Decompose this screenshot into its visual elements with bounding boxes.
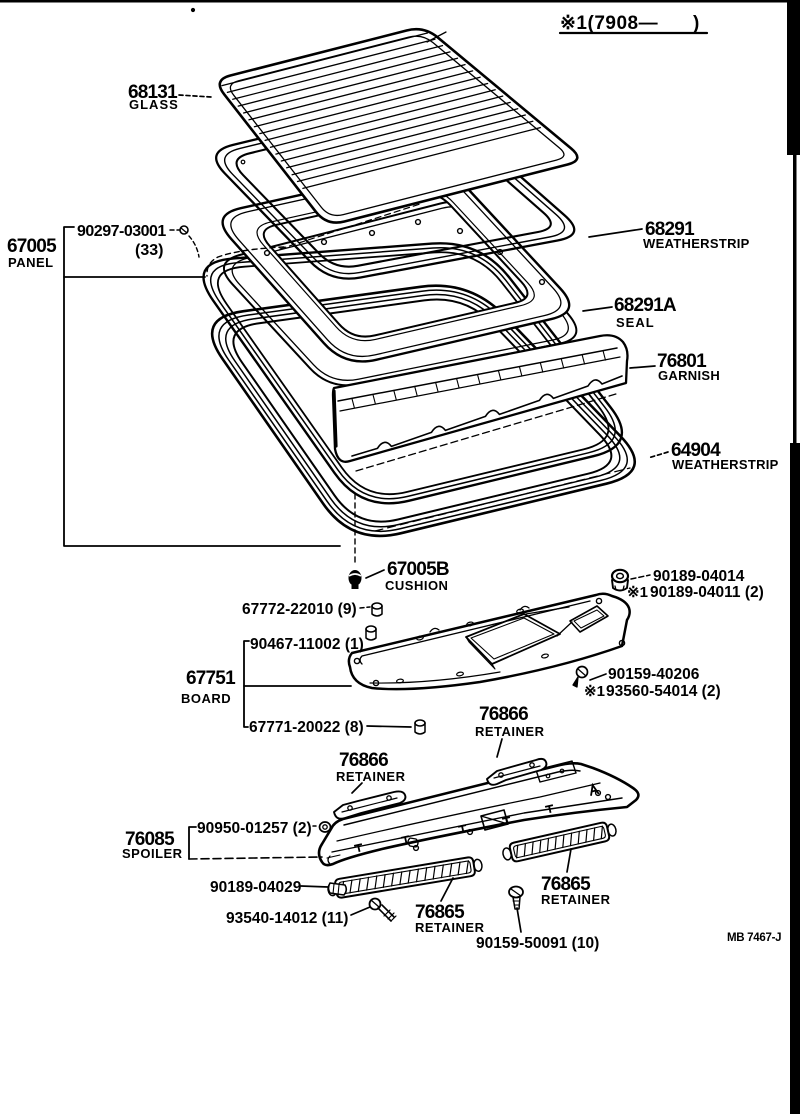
svg-text:76866: 76866 [479, 704, 528, 725]
svg-text:WEATHERSTRIP: WEATHERSTRIP [643, 236, 750, 251]
svg-text:68131: 68131 [128, 82, 178, 103]
svg-text:RETAINER: RETAINER [415, 920, 485, 935]
svg-text:GLASS: GLASS [129, 97, 179, 112]
svg-text:SEAL: SEAL [616, 315, 655, 330]
svg-text:WEATHERSTRIP: WEATHERSTRIP [672, 457, 779, 472]
svg-text:90189-04014: 90189-04014 [653, 568, 745, 585]
svg-text:67005: 67005 [7, 236, 57, 257]
svg-text:90467-11002 (1): 90467-11002 (1) [250, 636, 364, 653]
svg-text:90189-04029: 90189-04029 [210, 879, 302, 896]
svg-text:BOARD: BOARD [181, 691, 231, 706]
svg-text:CUSHION: CUSHION [385, 578, 448, 593]
svg-text:MB 7467-J: MB 7467-J [727, 932, 781, 944]
svg-text:76865: 76865 [415, 902, 465, 923]
svg-text:93540-14012 (11): 93540-14012 (11) [226, 910, 348, 927]
svg-text:): ) [693, 13, 699, 34]
svg-text:90189-04011 (2): 90189-04011 (2) [650, 584, 764, 601]
svg-text:RETAINER: RETAINER [336, 769, 406, 784]
svg-text:68291A: 68291A [614, 295, 677, 316]
svg-text:67005B: 67005B [387, 559, 449, 580]
svg-text:67751: 67751 [186, 668, 236, 689]
svg-text:※1(7908—: ※1(7908— [560, 13, 658, 34]
svg-text:90159-40206: 90159-40206 [608, 666, 700, 683]
svg-text:76866: 76866 [339, 750, 388, 771]
svg-text:RETAINER: RETAINER [475, 724, 545, 739]
svg-text:※1: ※1 [584, 683, 605, 700]
svg-text:RETAINER: RETAINER [541, 892, 611, 907]
svg-text:93560-54014 (2): 93560-54014 (2) [606, 683, 721, 700]
svg-text:GARNISH: GARNISH [658, 368, 720, 383]
svg-text:90950-01257 (2): 90950-01257 (2) [197, 820, 312, 837]
svg-text:67772-22010 (9): 67772-22010 (9) [242, 601, 357, 618]
svg-text:(33): (33) [135, 242, 163, 259]
svg-text:76801: 76801 [657, 351, 707, 372]
svg-text:90159-50091 (10): 90159-50091 (10) [476, 935, 599, 952]
svg-text:※1: ※1 [627, 584, 648, 601]
svg-text:PANEL: PANEL [8, 255, 54, 270]
svg-text:90297-03001: 90297-03001 [77, 223, 166, 240]
svg-text:67771-20022 (8): 67771-20022 (8) [249, 719, 364, 736]
svg-text:68291: 68291 [645, 219, 695, 240]
svg-text:76085: 76085 [125, 829, 175, 850]
svg-text:SPOILER: SPOILER [122, 846, 183, 861]
svg-text:76865: 76865 [541, 874, 591, 895]
svg-text:64904: 64904 [671, 440, 721, 461]
